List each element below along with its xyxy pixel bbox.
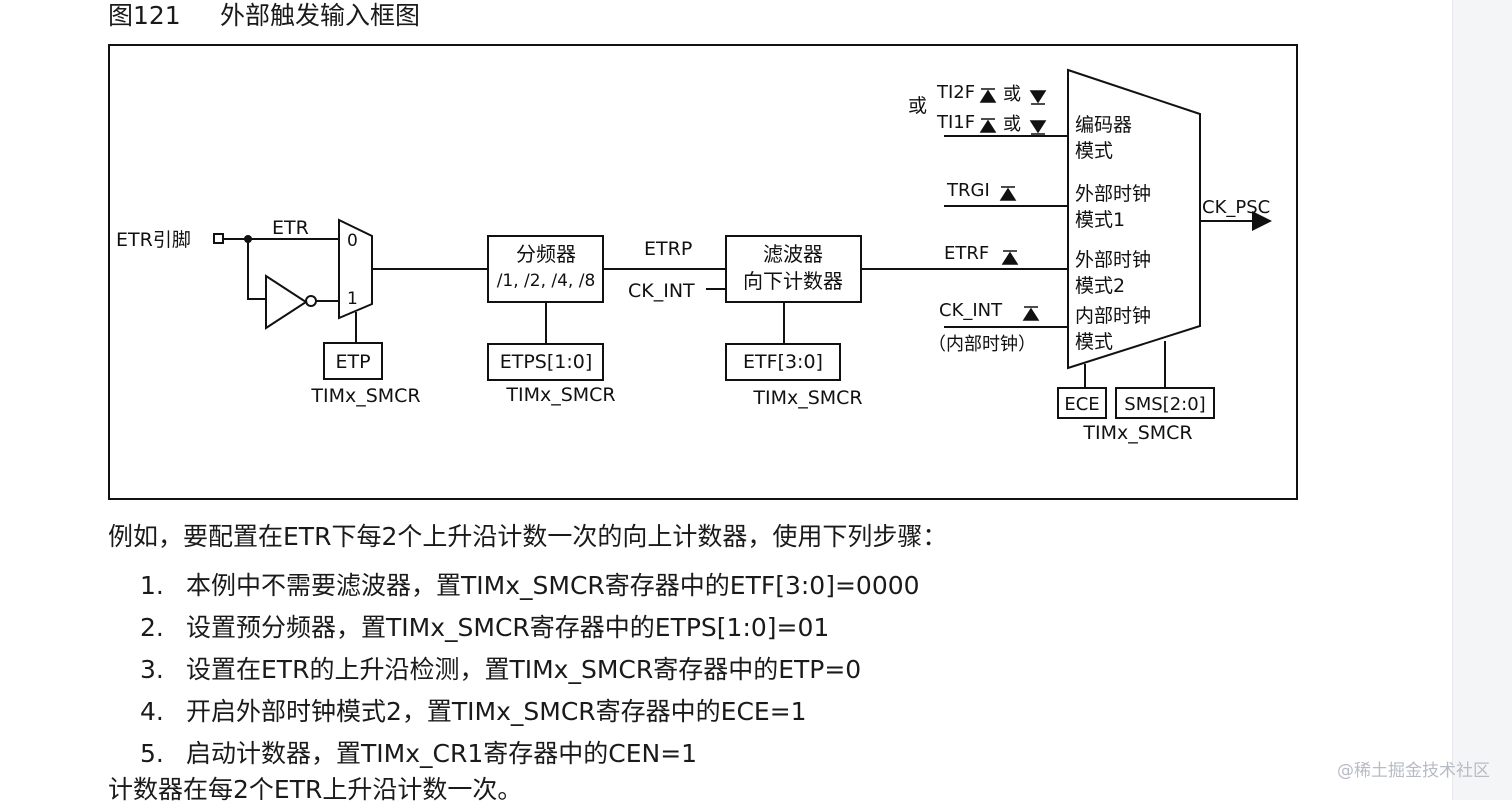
mux-input-0: 0	[347, 231, 358, 251]
sms-label: SMS[2:0]	[1124, 394, 1205, 415]
ck-int-label: CK_INT	[628, 280, 695, 302]
list-item: 4. 开启外部时钟模式2，置TIMx_SMCR寄存器中的ECE=1	[140, 691, 920, 733]
etp-box	[323, 342, 383, 380]
step-text: 开启外部时钟模式2，置TIMx_SMCR寄存器中的ECE=1	[186, 697, 807, 726]
rising-edge-icon	[979, 118, 997, 133]
etf-register-label: TIMx_SMCR	[752, 387, 862, 409]
inverter-bubble	[305, 295, 317, 307]
list-item: 5. 启动计数器，置TIMx_CR1寄存器中的CEN=1	[140, 733, 920, 775]
step-list: 1. 本例中不需要滤波器，置TIMx_SMCR寄存器中的ETF[3:0]=0000…	[140, 565, 920, 775]
internal-clock-note: （内部时钟）	[928, 334, 1036, 355]
or-small-label: 或	[1003, 114, 1021, 135]
etf-label: ETF[3:0]	[743, 351, 823, 373]
etp-label: ETP	[335, 351, 370, 373]
ece-label: ECE	[1064, 394, 1099, 415]
outro-paragraph: 计数器在每2个ETR上升沿计数一次。	[108, 775, 523, 804]
rising-edge-icon	[979, 88, 997, 103]
diagram-frame: ETR引脚 ETR 0 1 ETP TIMx_SMCR 分频器 /1, /2, …	[108, 44, 1298, 500]
trgi-label: TRGI	[946, 180, 990, 201]
mode-internal-line-2: 模式	[1075, 331, 1113, 353]
mode-ext2-line-2: 模式2	[1075, 275, 1125, 297]
step-text: 启动计数器，置TIMx_CR1寄存器中的CEN=1	[186, 739, 698, 768]
step-number: 3.	[140, 655, 164, 684]
figure-caption: 外部触发输入框图	[220, 1, 421, 30]
ti2f-label: TI2F	[936, 82, 975, 103]
step-text: 本例中不需要滤波器，置TIMx_SMCR寄存器中的ETF[3:0]=0000	[186, 571, 920, 600]
etrp-label: ETRP	[644, 238, 692, 260]
etps-label: ETPS[1:0]	[500, 351, 593, 373]
etr-label: ETR	[272, 217, 309, 239]
ck-psc-label: CK_PSC	[1202, 197, 1270, 218]
rising-edge-icon	[1022, 306, 1040, 321]
ck-int-input-label: CK_INT	[939, 300, 1003, 321]
step-text: 设置在ETR的上升沿检测，置TIMx_SMCR寄存器中的ETP=0	[186, 655, 862, 684]
watermark: @稀土掘金技术社区	[1337, 761, 1490, 781]
step-number: 4.	[140, 697, 164, 726]
rising-edge-icon	[1001, 250, 1019, 265]
prescaler-name: 分频器	[516, 242, 576, 266]
mode-selector	[1067, 68, 1201, 370]
mode-encoder-line-1: 编码器	[1075, 114, 1132, 136]
mode-internal-line-1: 内部时钟	[1075, 305, 1151, 327]
or-label: 或	[908, 95, 927, 117]
etr-pin-label: ETR引脚	[116, 229, 191, 251]
sms-box	[1115, 387, 1215, 419]
rising-edge-icon	[999, 186, 1017, 201]
etrf-label: ETRF	[944, 243, 989, 264]
filter-line-1: 滤波器	[763, 242, 823, 266]
step-number: 2.	[140, 613, 164, 642]
mux-input-1: 1	[347, 289, 358, 309]
etr-pin-square	[213, 233, 224, 244]
external-trigger-diagram: ETR引脚 ETR 0 1 ETP TIMx_SMCR 分频器 /1, /2, …	[116, 68, 1272, 444]
mode-register-label: TIMx_SMCR	[1082, 422, 1192, 444]
mode-encoder-line-2: 模式	[1075, 140, 1113, 162]
etr-branch-wire	[247, 239, 266, 300]
prescaler-ratios: /1, /2, /4, /8	[497, 271, 596, 291]
scrollbar-gutter[interactable]	[1452, 0, 1512, 800]
etps-register-label: TIMx_SMCR	[505, 384, 615, 406]
step-number: 5.	[140, 739, 164, 768]
list-item: 3. 设置在ETR的上升沿检测，置TIMx_SMCR寄存器中的ETP=0	[140, 649, 920, 691]
mode-ext2-line-1: 外部时钟	[1075, 249, 1151, 271]
intro-paragraph: 例如，要配置在ETR下每2个上升沿计数一次的向上计数器，使用下列步骤：	[108, 522, 948, 551]
inverter-symbol	[265, 274, 308, 330]
polarity-mux	[338, 218, 373, 320]
figure-number: 图121	[108, 1, 181, 30]
mode-ext1-line-1: 外部时钟	[1075, 183, 1151, 205]
figure-title: 图121 外部触发输入框图	[108, 0, 420, 32]
document-page: 图121 外部触发输入框图	[108, 0, 1298, 804]
etr-junction-dot	[244, 235, 252, 243]
ti1f-label: TI1F	[936, 112, 975, 133]
etf-box	[725, 343, 841, 381]
mode-ext1-line-2: 模式1	[1075, 209, 1125, 231]
list-item: 2. 设置预分频器，置TIMx_SMCR寄存器中的ETPS[1:0]=01	[140, 607, 920, 649]
step-number: 1.	[140, 571, 164, 600]
etps-box	[487, 343, 604, 381]
ece-box	[1057, 387, 1107, 419]
list-item: 1. 本例中不需要滤波器，置TIMx_SMCR寄存器中的ETF[3:0]=0000	[140, 565, 920, 607]
step-text: 设置预分频器，置TIMx_SMCR寄存器中的ETPS[1:0]=01	[186, 613, 830, 642]
falling-edge-icon	[1029, 120, 1047, 135]
filter-line-2: 向下计数器	[743, 269, 843, 293]
falling-edge-icon	[1029, 90, 1047, 105]
etp-register-label: TIMx_SMCR	[310, 385, 420, 407]
or-small-label: 或	[1003, 84, 1021, 105]
